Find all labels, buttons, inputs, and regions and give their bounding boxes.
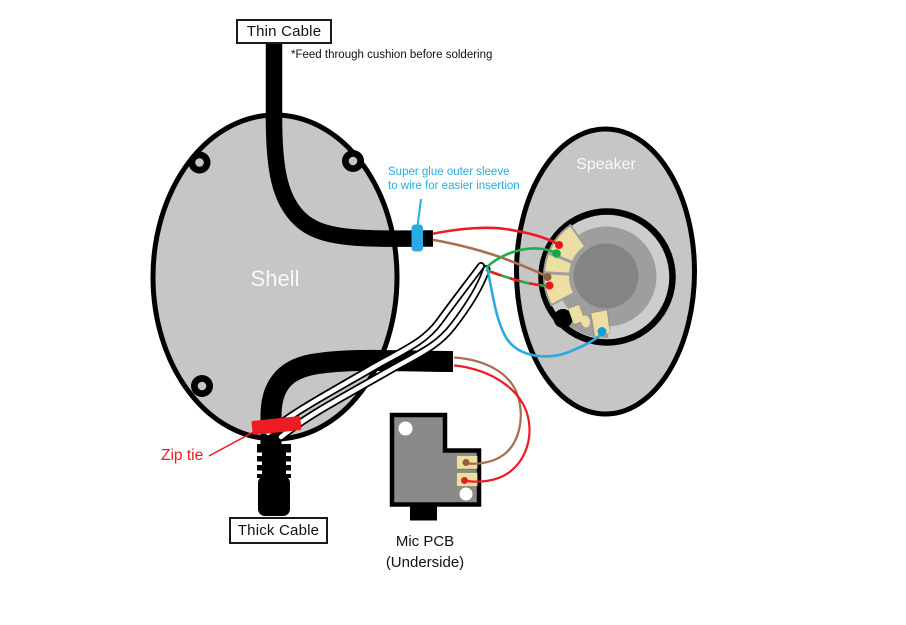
glue-note-line2: to wire for easier insertion [388, 180, 520, 192]
solder-dot-brown [543, 273, 552, 281]
wire-blue-tip-to-bottom-pad [486, 268, 603, 358]
zip-tie-label: Zip tie [161, 447, 204, 464]
solder-dot-pcb-red [461, 477, 468, 484]
strain-relief-ribbed [255, 444, 293, 478]
solder-dot-red-lower [545, 281, 554, 290]
wire-red-thick-to-pcb [453, 364, 531, 483]
shell-label: Shell [250, 266, 300, 291]
zip-tie-pointer-line [208, 428, 260, 457]
wire-brown-sleeve-to-speaker [432, 238, 548, 278]
zip-tie-band [251, 416, 302, 435]
mic-pcb [389, 412, 482, 521]
glue-note-line1: Super glue outer sleeve [388, 166, 510, 178]
wire-red-sleeve-to-speaker [432, 226, 559, 246]
wire-green-tip-to-upper-pad [485, 247, 557, 269]
speaker-bottom-pad-small [567, 304, 586, 325]
screw-hole-bottom-left [191, 375, 213, 397]
screw-hole-top-right [342, 150, 364, 172]
solder-dot-green [552, 249, 561, 258]
wire-red-twisted-overlay [485, 269, 550, 288]
solder-dot-pcb-brown [462, 459, 470, 466]
pad-divider-2 [544, 271, 571, 276]
glue-note: Super glue outer sleeve to wire for easi… [388, 165, 520, 193]
feed-note: *Feed through cushion before soldering [291, 49, 493, 61]
glue-note-pointer-line [416, 198, 422, 227]
super-glue-sleeve [411, 224, 423, 252]
speaker-bottom-pad-blob [580, 315, 591, 328]
mic-pcb-tab [410, 504, 437, 521]
speaker-port-hole [553, 309, 573, 328]
mic-pcb-label-line2: (Underside) [385, 554, 465, 571]
speaker-magnet [573, 243, 639, 309]
white-cable-pair [264, 262, 491, 441]
thin-cable-label: Thin Cable [246, 23, 322, 40]
speaker-label: Speaker [576, 156, 636, 173]
cable-barrel [258, 476, 290, 516]
thin-cable-label-box: Thin Cable [236, 19, 332, 44]
solder-dot-red-top [555, 241, 563, 249]
thick-cable-label-box: Thick Cable [229, 517, 328, 544]
solder-dot-blue [597, 327, 607, 336]
mic-pcb-label: Mic PCB (Underside) [369, 531, 481, 573]
speaker-solder-pad-arc [543, 223, 587, 307]
mic-pcb-hole-top [398, 421, 413, 436]
mic-pcb-label-line1: Mic PCB [395, 533, 455, 550]
thick-cable-label: Thick Cable [237, 522, 320, 539]
screw-hole-top-left [188, 151, 211, 174]
mic-pcb-hole-bottom [459, 487, 473, 501]
wire-brown-thick-to-pcb [453, 356, 522, 465]
thin-cable [265, 40, 434, 247]
